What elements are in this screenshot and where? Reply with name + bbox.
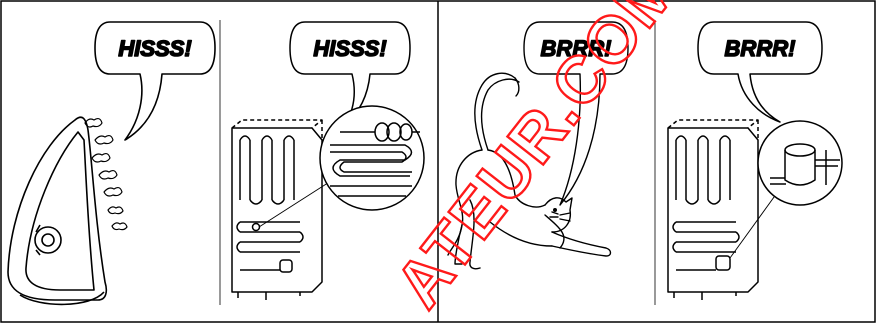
fridge-icon-2 (667, 119, 783, 300)
cat-icon (447, 72, 612, 270)
cat-bubble-text: BRRR! (541, 36, 612, 61)
iron-icon (7, 116, 108, 306)
steam-puffs (84, 117, 128, 231)
panel-iron: HISSS! (7, 21, 216, 306)
fridge-coil-bubble-text: HISSS! (313, 36, 386, 61)
panel-fridge-coil: HISSS! (231, 21, 425, 300)
panel-cat: BRRR! (447, 21, 629, 270)
panel-fridge-compressor: BRRR! (667, 21, 843, 300)
iron-bubble-text: HISSS! (118, 36, 191, 61)
speech-bubble-fridge-coil: HISSS! (289, 21, 411, 126)
magnifier-coil (319, 105, 425, 211)
fridge-compressor-bubble-text: BRRR! (725, 36, 796, 61)
speech-bubble-iron: HISSS! (94, 21, 216, 141)
speech-bubble-cat: BRRR! (523, 21, 629, 206)
speech-bubble-fridge-compressor: BRRR! (697, 21, 823, 123)
magnifier-compressor (757, 120, 843, 206)
fridge-icon (231, 119, 346, 300)
